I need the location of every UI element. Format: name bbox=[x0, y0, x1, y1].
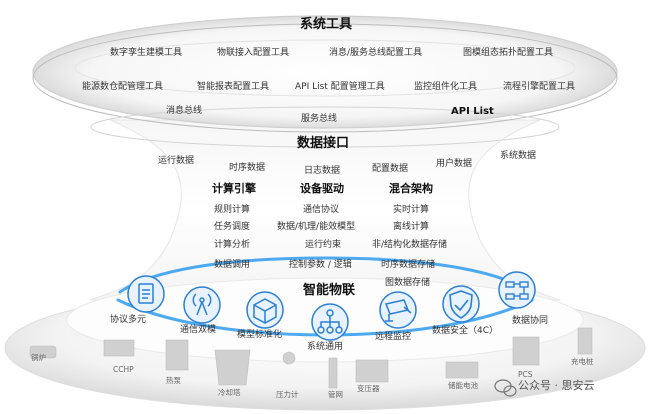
column-title-device-driver: 设备驱动 bbox=[300, 182, 344, 195]
iot-ring bbox=[118, 256, 532, 294]
service-bus-label: 服务总线 bbox=[301, 114, 338, 124]
equipment-label: PCS bbox=[518, 370, 533, 379]
top-disk-inner bbox=[74, 39, 576, 97]
column-title-compute-engine: 计算引擎 bbox=[212, 182, 256, 195]
battery-shape bbox=[445, 361, 479, 379]
tool-label: 能源数仓配管理工具 bbox=[82, 82, 164, 92]
pressure-gauge-shape bbox=[282, 351, 296, 365]
icon-circle-antenna bbox=[183, 286, 221, 324]
icon-circle-cube bbox=[246, 291, 284, 329]
equipment-label: 管网 bbox=[328, 390, 343, 399]
feature-label-model: 模型标准化 bbox=[237, 330, 283, 340]
pcs-shape bbox=[512, 336, 540, 366]
hybrid-item: 实时计算 bbox=[393, 205, 430, 215]
driver-item: 数据/机理/能效模型 bbox=[277, 222, 356, 232]
feature-label-system: 系统通用 bbox=[307, 342, 344, 352]
equipment-label: 压力计 bbox=[276, 390, 299, 399]
vase-body bbox=[89, 119, 561, 301]
driver-item: 通信协议 bbox=[303, 205, 340, 215]
tool-label: 数字孪生建模工具 bbox=[110, 48, 183, 58]
message-bus-label: 消息总线 bbox=[166, 106, 203, 116]
feature-label-collaboration: 数据协同 bbox=[512, 316, 549, 326]
shield-check-icon bbox=[449, 290, 473, 319]
tool-label: 监控组件化工具 bbox=[414, 82, 478, 92]
driver-item: 控制参数 / 逻辑 bbox=[289, 260, 352, 270]
transformer-shape bbox=[355, 359, 389, 383]
data-type-label: 配置数据 bbox=[372, 164, 409, 174]
cooling-tower-shape bbox=[214, 349, 251, 386]
cchp-shape bbox=[103, 339, 135, 357]
equipment-label: 储能电池 bbox=[448, 381, 478, 390]
tool-label: 消息/服务总线配置工具 bbox=[329, 48, 423, 58]
feature-label-monitoring: 远程监控 bbox=[375, 332, 412, 342]
data-type-label: 运行数据 bbox=[158, 156, 195, 166]
equipment-label: 变压器 bbox=[357, 384, 380, 393]
hybrid-item: 非/结构化数据存储 bbox=[372, 240, 448, 250]
document-icon bbox=[138, 283, 154, 304]
pipe-network-shape bbox=[328, 357, 338, 389]
data-type-label: 用户数据 bbox=[436, 159, 473, 169]
compute-item: 计算分析 bbox=[214, 240, 251, 250]
data-type-label: 时序数据 bbox=[229, 163, 266, 173]
icon-circle-network bbox=[311, 303, 349, 341]
data-type-label: 系统数据 bbox=[500, 151, 537, 161]
icon-circle-camera bbox=[379, 291, 417, 329]
hybrid-item: 时序数据存储 bbox=[381, 260, 436, 270]
iot-title: 智能物联 bbox=[303, 283, 356, 298]
tool-label: 智能报表配置工具 bbox=[197, 82, 270, 92]
data-interface-title: 数据接口 bbox=[297, 136, 350, 151]
equipment-label: 冷却塔 bbox=[218, 388, 241, 397]
api-list-label: API List bbox=[451, 106, 494, 117]
feature-label-communication: 通信双模 bbox=[180, 325, 217, 335]
camera-icon bbox=[384, 299, 412, 322]
hybrid-item: 离线计算 bbox=[393, 222, 430, 232]
equipment-label: 锅炉 bbox=[31, 353, 46, 362]
feature-label-security: 数据安全（4C） bbox=[432, 326, 499, 336]
compute-item: 规则计算 bbox=[214, 205, 251, 215]
tool-label: 流程引擎配置工具 bbox=[503, 82, 576, 92]
compute-item: 任务调度 bbox=[214, 222, 251, 232]
wechat-icon bbox=[494, 379, 517, 397]
equipment-label: 充电桩 bbox=[571, 357, 594, 366]
data-type-label: 日志数据 bbox=[304, 166, 341, 176]
feature-label-protocol: 协议多元 bbox=[110, 315, 147, 325]
bus-ring bbox=[90, 106, 560, 148]
flow-icon bbox=[505, 281, 529, 300]
icon-circle-flow bbox=[498, 271, 536, 309]
top-disk-rim bbox=[32, 23, 618, 133]
column-title-hybrid-architecture: 混合架构 bbox=[389, 182, 433, 195]
tool-label: API List 配置管理工具 bbox=[295, 82, 385, 92]
watermark-text: 公众号 · 思安云 bbox=[518, 379, 595, 392]
compute-item: 数据调用 bbox=[214, 260, 251, 270]
top-disk bbox=[32, 15, 618, 129]
heat-pump-shape bbox=[165, 339, 189, 371]
charging-pile-shape bbox=[577, 327, 593, 355]
equipment-silhouettes bbox=[29, 327, 593, 389]
cube-icon bbox=[253, 298, 277, 324]
network-icon bbox=[317, 309, 343, 334]
driver-item: 运行约束 bbox=[305, 240, 342, 250]
tool-label: 物联接入配置工具 bbox=[217, 48, 290, 58]
antenna-icon bbox=[192, 293, 212, 316]
tool-label: 图模组态拓扑配置工具 bbox=[463, 48, 554, 58]
equipment-label: CCHP bbox=[113, 365, 134, 374]
hybrid-item: 图数据存储 bbox=[385, 278, 431, 288]
icon-circle-document bbox=[127, 275, 165, 313]
icon-circle-shield bbox=[442, 285, 480, 323]
boiler-shape bbox=[29, 345, 57, 359]
equipment-label: 热泵 bbox=[166, 376, 181, 385]
system-tools-title: 系统工具 bbox=[300, 17, 353, 32]
